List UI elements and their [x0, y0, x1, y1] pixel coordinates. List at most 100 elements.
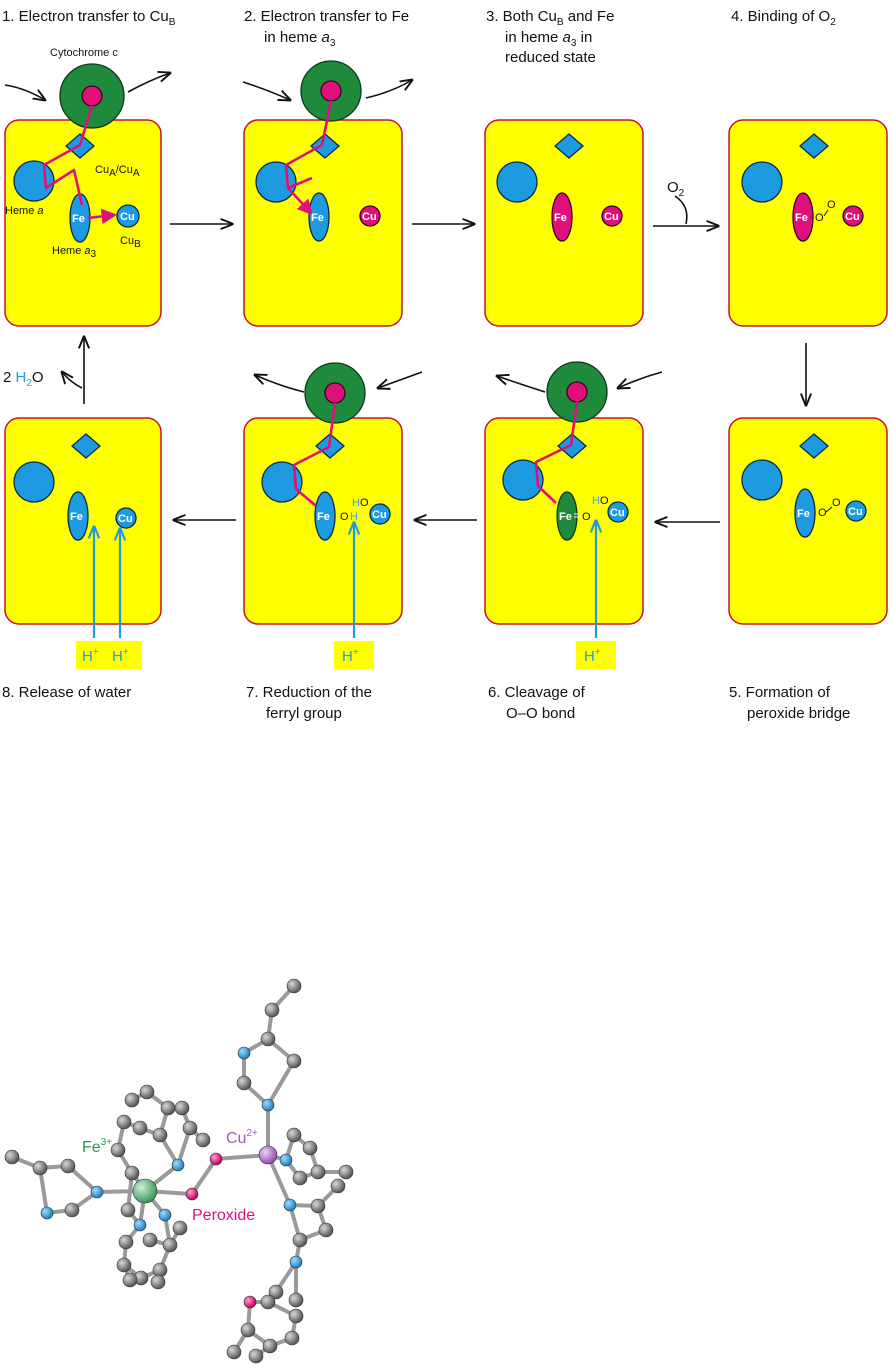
c-atom	[302, 1140, 318, 1156]
panel-1: Cytochrome c Fe Cu CuA/CuA Heme a Heme a…	[4, 47, 170, 327]
n-atom	[171, 1158, 185, 1172]
cu-a-label: CuA/CuA	[95, 164, 140, 179]
heme-a3-cub-peroxide-model	[4, 978, 354, 1364]
c-atom	[240, 1322, 256, 1338]
svg-text:H+: H+	[342, 647, 359, 665]
panel-3: Fe Cu	[484, 119, 644, 327]
c-atom	[122, 1272, 138, 1288]
c-atom	[116, 1114, 132, 1130]
svg-text:6. Cleavage of: 6. Cleavage of	[488, 684, 586, 701]
svg-text:H+: H+	[112, 647, 129, 665]
c-atom	[124, 1092, 140, 1108]
svg-text:Cu: Cu	[372, 509, 387, 521]
c-atom	[174, 1100, 190, 1116]
c-atom	[288, 1292, 304, 1308]
svg-text:O: O	[582, 511, 591, 523]
svg-text:O: O	[827, 199, 836, 211]
panel-4: Fe Cu O O	[728, 119, 888, 327]
svg-text:ferryl group: ferryl group	[266, 705, 342, 722]
svg-text:Fe: Fe	[795, 212, 808, 224]
peroxide-label: Peroxide	[192, 1207, 255, 1224]
c-atom	[286, 1053, 302, 1069]
c-atom	[124, 1165, 140, 1181]
step-1-label: 1. Electron transfer to CuB	[2, 8, 176, 28]
n-atom	[158, 1208, 172, 1222]
heme-a-icon	[13, 160, 55, 202]
water-label: 2 H2O	[3, 369, 44, 389]
n-atom	[261, 1098, 275, 1112]
svg-text:Fe: Fe	[797, 508, 810, 520]
c-atom	[150, 1274, 166, 1290]
step-5-label: 5. Formation of peroxide bridge	[729, 684, 850, 722]
c-atom	[248, 1348, 264, 1364]
c-atom	[116, 1257, 132, 1273]
c-atom	[288, 1308, 304, 1324]
c-atom	[139, 1084, 155, 1100]
svg-text:Cu: Cu	[362, 211, 377, 223]
c-atom	[338, 1164, 354, 1180]
svg-text:O: O	[360, 497, 369, 509]
c-atom	[286, 978, 302, 994]
svg-text:O–O bond: O–O bond	[506, 705, 575, 722]
n-atom	[90, 1185, 104, 1199]
n-atom	[283, 1198, 297, 1212]
o-atom	[185, 1187, 199, 1201]
c-atom	[110, 1142, 126, 1158]
c-atom	[142, 1232, 158, 1248]
c-atom	[260, 1294, 276, 1310]
bond	[266, 1059, 296, 1107]
svg-text:H: H	[352, 497, 360, 509]
proton-box-7	[334, 641, 374, 669]
c-atom	[286, 1127, 302, 1143]
svg-text:O: O	[815, 212, 824, 224]
panel-2: Fe Cu	[242, 60, 412, 327]
svg-text:Cu: Cu	[610, 507, 625, 519]
cu-atom	[258, 1145, 278, 1165]
svg-text:H+: H+	[82, 647, 99, 665]
svg-text:in heme a3 in: in heme a3 in	[505, 29, 592, 49]
c-atom	[152, 1262, 168, 1278]
step-8-label: 8. Release of water	[2, 684, 131, 701]
panel-6: Fe O H O Cu H+	[484, 361, 663, 669]
svg-text:5. Formation of: 5. Formation of	[729, 684, 831, 701]
heme-a3-label: Heme a3	[52, 245, 97, 260]
svg-text:H: H	[350, 511, 358, 523]
c-atom	[284, 1330, 300, 1346]
svg-text:Cu: Cu	[845, 211, 860, 223]
o-atom	[243, 1295, 257, 1309]
c-atom	[226, 1344, 242, 1360]
n-atom	[237, 1046, 251, 1060]
c-atom	[195, 1132, 211, 1148]
svg-text:2. Electron transfer to Fe: 2. Electron transfer to Fe	[244, 8, 409, 25]
svg-text:H+: H+	[584, 647, 601, 665]
fe-atom	[132, 1178, 158, 1204]
svg-text:Fe: Fe	[70, 511, 83, 523]
c-atom	[172, 1220, 188, 1236]
c-atom	[160, 1100, 176, 1116]
svg-text:Fe: Fe	[311, 212, 324, 224]
svg-text:H: H	[592, 495, 600, 507]
svg-text:O: O	[340, 511, 349, 523]
svg-text:Fe: Fe	[554, 212, 567, 224]
svg-text:7. Reduction of the: 7. Reduction of the	[246, 684, 372, 701]
step-4-label: 4. Binding of O2	[731, 8, 836, 28]
svg-text:O: O	[600, 495, 609, 507]
c-atom	[60, 1158, 76, 1174]
svg-text:Cu: Cu	[604, 211, 619, 223]
n-atom	[40, 1206, 54, 1220]
bond	[190, 1157, 218, 1196]
c-atom	[262, 1338, 278, 1354]
svg-text:Cu: Cu	[848, 506, 863, 518]
c-atom	[260, 1031, 276, 1047]
proton-box-6	[576, 641, 616, 669]
c-atom	[152, 1127, 168, 1143]
cu2-label: Cu2+	[226, 1128, 258, 1147]
n-atom	[279, 1153, 293, 1167]
c-atom	[182, 1120, 198, 1136]
svg-text:reduced state: reduced state	[505, 49, 596, 66]
step-7-label: 7. Reduction of the ferryl group	[246, 684, 372, 722]
c-atom	[292, 1170, 308, 1186]
svg-text:Fe: Fe	[317, 511, 330, 523]
svg-text:Cu: Cu	[118, 513, 133, 525]
